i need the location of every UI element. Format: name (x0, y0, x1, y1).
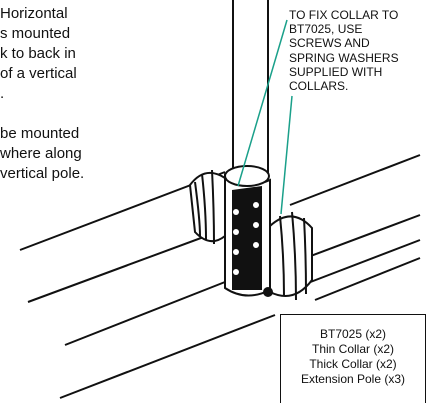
intro-paragraph-1: Horizontal s mounted k to back in of a v… (0, 4, 190, 104)
callout-line: BT7025, USE (289, 22, 363, 37)
bt7025-fitting (224, 165, 271, 297)
parts-list-box: BT7025 (x2) Thin Collar (x2) Thick Colla… (280, 314, 426, 403)
intro-line: vertical pole. (0, 165, 85, 182)
callout-line: SCREWS AND (289, 36, 370, 51)
parts-list-item: Thin Collar (x2) (311, 342, 395, 356)
callout-line: COLLARS. (289, 79, 349, 94)
intro-description: Horizontal s mounted k to back in of a v… (0, 4, 190, 184)
horizontal-pole-back (59, 239, 421, 399)
intro-line: k to back in (0, 45, 76, 62)
collar-fixing-callout: TO FIX COLLAR TO BT7025, USE SCREWS AND … (289, 8, 428, 93)
callout-line: SUPPLIED WITH (289, 64, 383, 79)
vertical-pole (232, 0, 269, 175)
intro-line: be mounted (0, 125, 80, 142)
horizontal-pole-front (19, 154, 421, 303)
callout-leader-lines (237, 19, 293, 215)
parts-list-item: Thick Collar (x2) (309, 357, 397, 371)
parts-list-item: BT7025 (x2) (319, 327, 387, 341)
thick-collar-right (263, 211, 313, 301)
intro-line: . (0, 85, 5, 102)
callout-line: SPRING WASHERS (289, 50, 399, 65)
intro-line: Horizontal (0, 5, 68, 22)
callout-line: TO FIX COLLAR TO (289, 8, 399, 22)
parts-list-item: Extension Pole (x3) (300, 372, 406, 386)
thin-collar-left (188, 169, 226, 245)
intro-paragraph-2: be mounted where along vertical pole. (0, 124, 190, 184)
intro-line: s mounted (0, 25, 71, 42)
intro-line: of a vertical (0, 65, 77, 82)
intro-line: where along (0, 145, 82, 162)
